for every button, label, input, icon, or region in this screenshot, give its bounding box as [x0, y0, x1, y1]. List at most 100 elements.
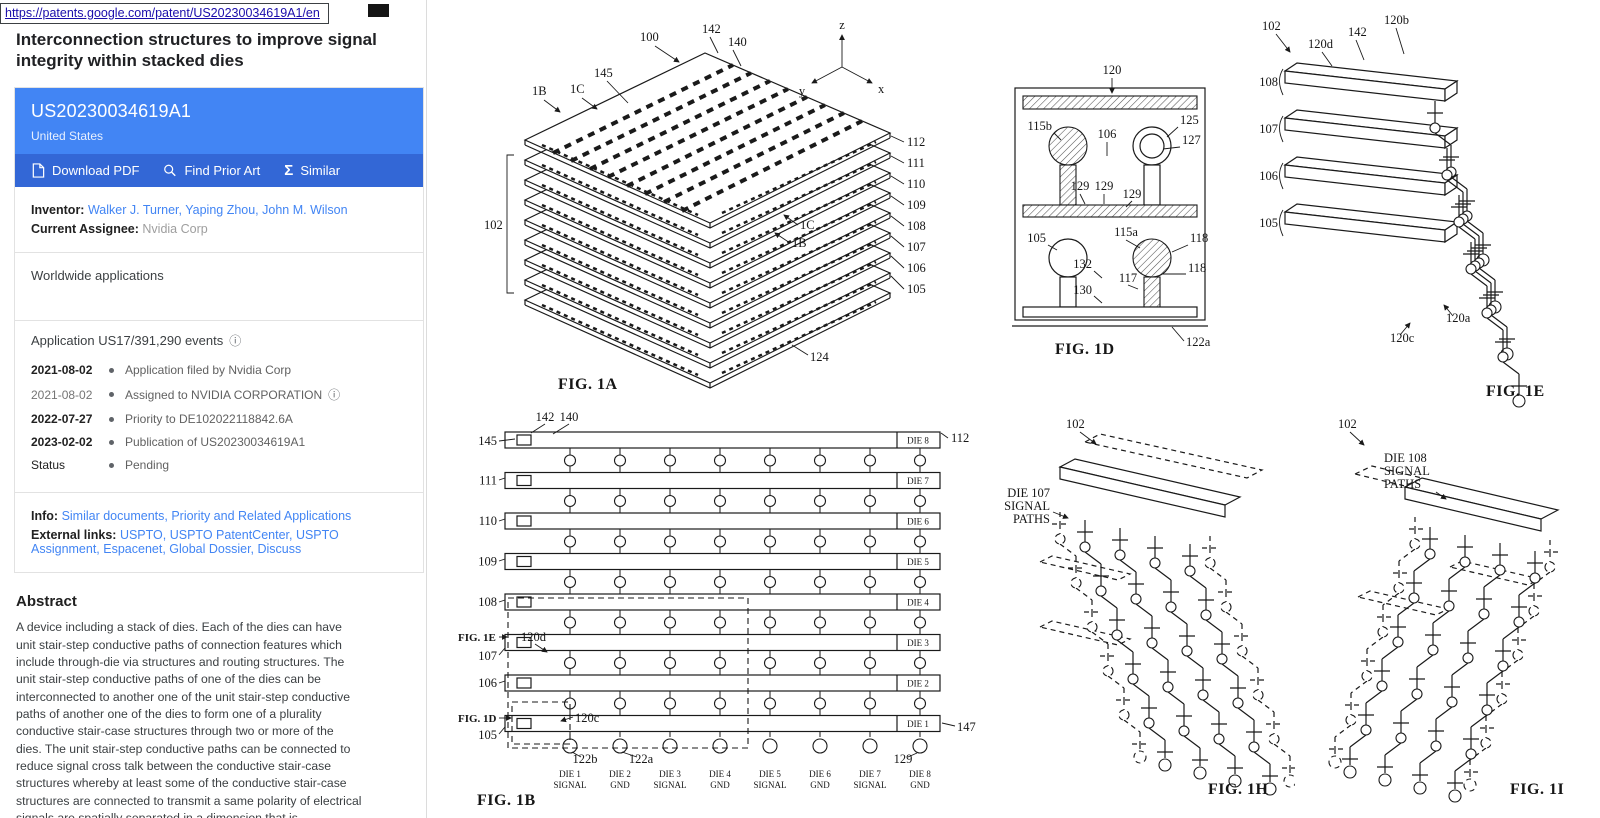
ref-130: 130	[1073, 283, 1092, 297]
event-text: Assigned to NVIDIA CORPORATION	[125, 387, 323, 402]
fig1h-annotations: 102 DIE 107 SIGNAL PATHS FIG. 1H	[1004, 417, 1268, 798]
die-row: DIE 5	[504, 552, 941, 571]
info-icon[interactable]: ⓘ	[328, 388, 341, 403]
patent-title: Interconnection structures to improve si…	[16, 30, 377, 70]
patent-country: United States	[31, 129, 104, 144]
ref-111: 111	[907, 156, 925, 170]
die-name: DIE 3	[907, 638, 929, 648]
cross-section-drawing	[1012, 87, 1208, 327]
section-1b: 1B	[532, 84, 547, 98]
fig1i-annotations: 102 DIE 108 SIGNAL PATHS FIG. 1I	[1338, 417, 1564, 798]
timeline-row: 2023-02-02 Publication of US20230034619A…	[31, 435, 407, 449]
ref-120b: 120b	[1384, 13, 1409, 27]
figure-1a: 112 111 110 109 108 107 106 105 102 100 …	[484, 18, 926, 393]
people-section: Inventor: Walker J. Turner, Yaping Zhou,…	[15, 187, 423, 252]
figure-1i: 102 DIE 108 SIGNAL PATHS FIG. 1I	[1326, 417, 1564, 803]
ref-110: 110	[479, 514, 497, 528]
ref-120d: 120d	[521, 630, 547, 644]
ref-127: 127	[1182, 133, 1201, 147]
info-links[interactable]: Similar documents, Priority and Related …	[61, 509, 352, 524]
inventor-links[interactable]: Walker J. Turner, Yaping Zhou, John M. W…	[87, 203, 348, 218]
ref-120c: 120c	[575, 711, 600, 725]
ref-102: 102	[1338, 417, 1357, 431]
ref-102: 102	[1066, 417, 1085, 431]
find-prior-art-label: Find Prior Art	[184, 163, 261, 179]
ref-120a: 120a	[1446, 311, 1471, 325]
die-row: DIE 1	[504, 714, 941, 733]
patent-info-panel: Interconnection structures to improve si…	[0, 0, 427, 818]
assignee-label: Current Assignee:	[31, 222, 139, 237]
event-date: 2022-07-27	[31, 412, 93, 427]
col-label: DIE 4	[709, 769, 731, 779]
worldwide-section: Worldwide applications	[15, 253, 423, 320]
ref-109: 109	[478, 555, 497, 569]
timeline-bullet	[109, 367, 114, 373]
find-prior-art-button[interactable]: Find Prior Art	[163, 163, 260, 178]
ref-102: 102	[1262, 19, 1281, 33]
ref-100: 100	[640, 30, 659, 44]
event-date: 2023-02-02	[31, 435, 93, 450]
col-type: SIGNAL	[654, 780, 687, 790]
col-label: DIE 7	[859, 769, 881, 779]
fig1e-callout: FIG. 1E	[458, 632, 496, 644]
col-type: SIGNAL	[854, 780, 887, 790]
col-type: SIGNAL	[754, 780, 787, 790]
ref-120c: 120c	[1390, 331, 1415, 345]
url-preview[interactable]: https://patents.google.com/patent/US2023…	[0, 3, 329, 24]
col-type: GND	[610, 780, 630, 790]
die108-label-3: PATHS	[1384, 477, 1421, 491]
ref-109: 109	[907, 198, 926, 212]
fig1i-caption: FIG. 1I	[1510, 781, 1564, 798]
die107-label-1: DIE 107	[1007, 486, 1050, 500]
ref-111: 111	[479, 474, 497, 488]
staircase-drawing-i	[1326, 465, 1560, 803]
ref-115b: 115b	[1027, 119, 1052, 133]
die-row: DIE 7	[504, 471, 941, 490]
ref-110: 110	[907, 177, 925, 191]
assignee-value: Nvidia Corp	[142, 222, 208, 237]
ref-108: 108	[478, 595, 497, 609]
ref-140: 140	[728, 35, 747, 49]
ref-105: 105	[1027, 231, 1046, 245]
worldwide-applications-label: Worldwide applications	[31, 268, 164, 284]
event-text: Publication of US20230034619A1	[125, 435, 306, 450]
fig1e-annotations: 102 120d 142 120b 108 107 106 105 120a 1…	[1259, 13, 1544, 400]
timeline: 2021-08-02 Application filed by Nvidia C…	[31, 363, 407, 472]
similar-button[interactable]: Σ Similar	[284, 163, 340, 178]
column-signal-labels: DIE 1 SIGNAL DIE 2 GND DIE 3 SIGNAL DIE …	[554, 769, 932, 790]
info-icon[interactable]: ⓘ	[229, 334, 242, 349]
ref-112: 112	[951, 431, 969, 445]
die-row: DIE 2	[504, 674, 941, 692]
die-name: DIE 7	[907, 476, 929, 486]
die-row: DIE 4	[504, 593, 941, 611]
col-label: DIE 8	[909, 769, 931, 779]
sigma-icon: Σ	[284, 162, 294, 180]
col-label: DIE 1	[559, 769, 581, 779]
timeline-bullet	[109, 392, 114, 398]
event-text: Priority to DE102022118842.6A	[125, 412, 293, 427]
ref-107: 107	[1259, 122, 1278, 136]
download-pdf-button[interactable]: Download PDF	[31, 163, 139, 178]
fig1b-annotations: 145 111 110 109 108 107 106 105 142 140 …	[458, 410, 976, 809]
inventor-label: Inventor:	[31, 203, 85, 218]
timeline-row: Status Pending	[31, 458, 407, 472]
die108-label-2: SIGNAL	[1384, 464, 1430, 478]
fig1b-caption: FIG. 1B	[477, 792, 536, 809]
section-1c-2: 1C	[800, 218, 815, 232]
ref-145: 145	[594, 66, 613, 80]
ref-107: 107	[907, 240, 926, 254]
die107-label-2: SIGNAL	[1004, 499, 1050, 513]
ref-106: 106	[1259, 169, 1278, 183]
ref-125: 125	[1180, 113, 1199, 127]
similar-label: Similar	[300, 163, 341, 179]
die-row: DIE 6	[504, 512, 941, 530]
external-links-label: External links:	[31, 528, 117, 543]
axis-triad: z x y	[799, 18, 885, 98]
patent-card: US20230034619A1 United States Download P…	[14, 87, 424, 574]
figure-1h: 102 DIE 107 SIGNAL PATHS FIG. 1H	[1004, 417, 1295, 798]
external-links[interactable]: USPTO, USPTO PatentCenter, USPTO Assignm…	[31, 528, 339, 557]
col-type: GND	[710, 780, 730, 790]
ref-129b: 129	[1095, 179, 1114, 193]
ref-102: 102	[484, 218, 503, 232]
divider	[15, 320, 423, 322]
